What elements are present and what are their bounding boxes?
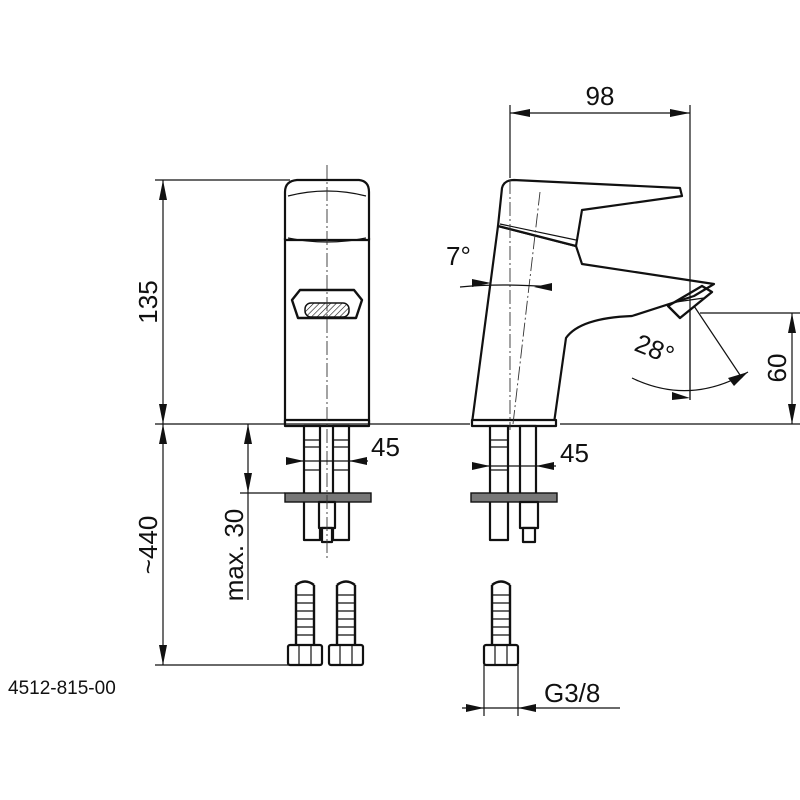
- side-lever: [496, 178, 684, 248]
- side-body: [470, 224, 716, 425]
- dim-angle-7: [459, 279, 553, 291]
- front-hose-left: [286, 580, 324, 667]
- front-stud-left: [302, 424, 322, 542]
- dim-width-front-45-label: 45: [371, 432, 400, 462]
- dim-angle-7-label: 7°: [446, 241, 471, 271]
- dim-width-front-45: [286, 457, 368, 465]
- dim-length-440: [155, 424, 290, 666]
- front-mounting-plate: [284, 492, 372, 503]
- front-hose-right: [327, 580, 365, 667]
- side-stud: [488, 424, 510, 542]
- side-mounting-plate: [470, 492, 558, 503]
- front-stud-right: [331, 424, 351, 542]
- front-aerator: [290, 288, 364, 320]
- side-hose: [482, 580, 520, 667]
- dim-reach-98-label: 98: [586, 81, 615, 111]
- dim-max-30-label: max. 30: [219, 509, 249, 602]
- dim-width-side-45: [472, 462, 556, 470]
- dim-height-60-label: 60: [762, 354, 792, 383]
- dim-height-135-label: 135: [133, 280, 163, 323]
- dim-height-135: [155, 179, 470, 425]
- dim-width-side-45-label: 45: [560, 438, 589, 468]
- dim-angle-28: [631, 305, 749, 400]
- dim-height-60: [560, 312, 800, 425]
- dim-thread-g38-label: G3/8: [544, 678, 600, 708]
- dim-max-30: [240, 424, 285, 600]
- dim-angle-28-label: 28°: [631, 328, 679, 371]
- product-code: 4512-815-00: [8, 678, 116, 699]
- dim-length-440-label: ~440: [133, 516, 163, 575]
- side-aerator: [666, 284, 714, 320]
- front-view: [283, 165, 372, 667]
- side-view: [470, 178, 716, 667]
- dim-thread-g38: [462, 665, 620, 716]
